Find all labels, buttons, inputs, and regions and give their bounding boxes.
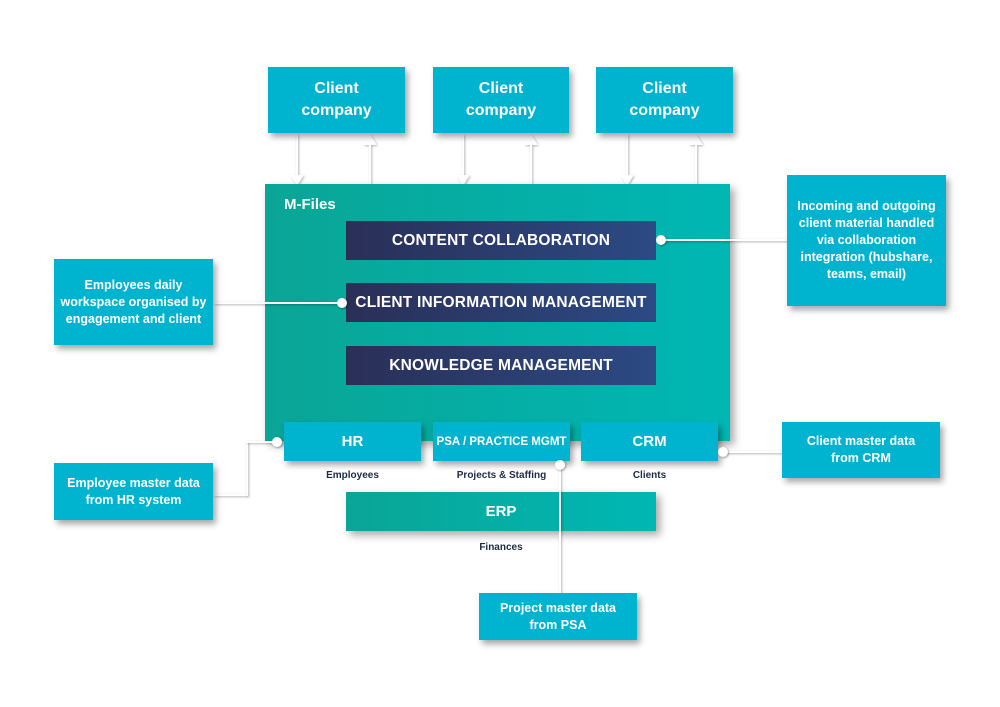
note-hr: Employee master data from HR system (54, 463, 213, 520)
module-label: CLIENT INFORMATION MANAGEMENT (355, 293, 647, 311)
system-caption-hr: Employees (326, 470, 379, 481)
connector-dot (718, 447, 728, 457)
system-caption-erp: Finances (479, 542, 523, 553)
platform-title: M-Files (284, 196, 336, 213)
note-workspace: Employees daily workspace organised by e… (54, 259, 213, 345)
arrow-head-up-2 (524, 134, 538, 145)
note-text: Incoming and outgoing client material ha… (797, 199, 936, 281)
client-company-label: Client company (465, 80, 537, 119)
connector-crm (724, 451, 782, 453)
note-text: Employee master data from HR system (67, 475, 200, 507)
connector-collaboration (661, 239, 788, 241)
connector-dot (337, 298, 347, 308)
module-label: CONTENT COLLABORATION (391, 231, 611, 249)
arrow-head-down-3 (620, 175, 634, 186)
connector-psa (559, 466, 561, 594)
system-psa: PSA / PRACTICE MGMT (433, 422, 570, 461)
system-label: ERP (485, 503, 517, 520)
arrow-head-down-2 (456, 175, 470, 186)
system-label: PSA / PRACTICE MGMT (436, 435, 567, 448)
client-company-box-1: Client company (268, 67, 405, 133)
client-company-box-2: Client company (433, 67, 569, 133)
note-text: Employees daily workspace organised by e… (60, 277, 207, 326)
connector-workspace (214, 302, 342, 304)
note-text: Client master data from CRM (806, 434, 916, 465)
note-crm: Client master data from CRM (782, 422, 940, 478)
client-company-box-3: Client company (596, 67, 733, 133)
client-company-label: Client company (629, 80, 700, 119)
module-content-collaboration: CONTENT COLLABORATION (346, 221, 656, 260)
note-collaboration: Incoming and outgoing client material ha… (787, 175, 946, 306)
connector-hr-h2 (246, 441, 276, 443)
system-label: HR (341, 433, 364, 450)
arrow-head-down-1 (290, 175, 304, 186)
connector-dot (656, 235, 666, 245)
connector-hr-v (246, 441, 248, 496)
system-crm: CRM (581, 422, 718, 461)
connector-dot (272, 437, 282, 447)
module-client-information-management: CLIENT INFORMATION MANAGEMENT (346, 283, 656, 322)
system-hr: HR (284, 422, 421, 461)
arrow-head-up-1 (363, 134, 377, 145)
system-caption-crm: Clients (632, 470, 667, 481)
arrow-head-up-3 (689, 134, 703, 145)
module-knowledge-management: KNOWLEDGE MANAGEMENT (346, 346, 656, 385)
note-psa: Project master data from PSA (479, 593, 637, 640)
system-caption-psa: Projects & Staffing (456, 470, 547, 481)
system-erp: ERP (346, 492, 656, 531)
connector-hr-h1 (214, 494, 247, 496)
client-company-label: Client company (301, 80, 372, 119)
note-text: Project master data from PSA (499, 600, 617, 632)
module-label: KNOWLEDGE MANAGEMENT (389, 356, 613, 374)
connector-dot (555, 460, 565, 470)
system-label: CRM (632, 433, 667, 450)
